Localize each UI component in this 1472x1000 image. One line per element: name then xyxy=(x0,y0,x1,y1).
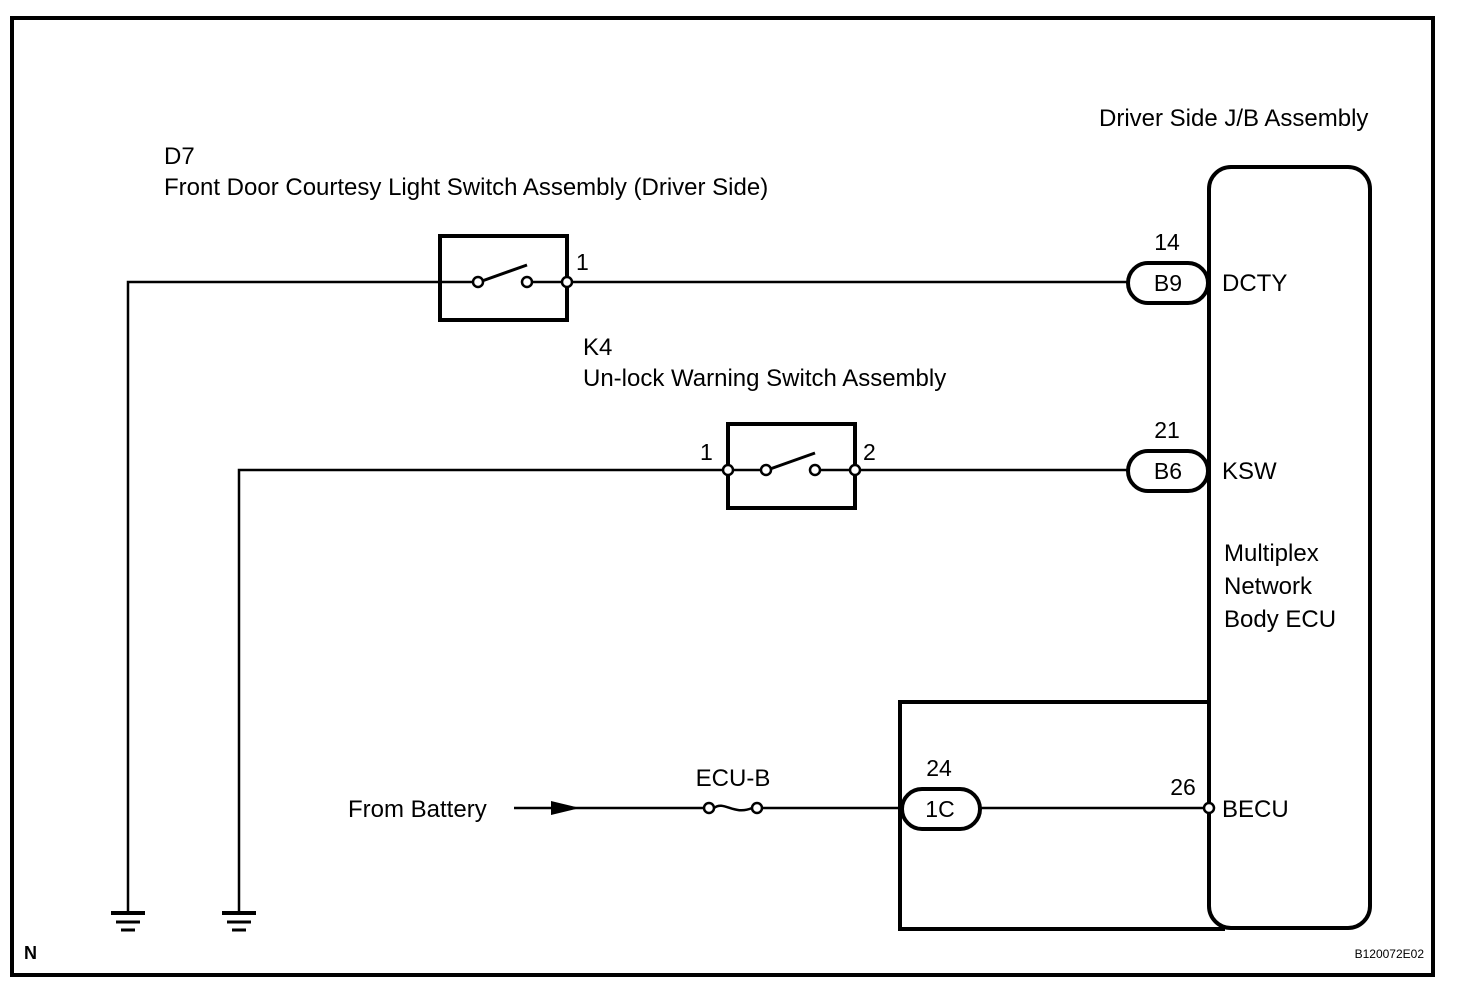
k4-name: Un-lock Warning Switch Assembly xyxy=(583,365,946,392)
k4-ground-wire xyxy=(237,468,723,912)
d7-circuit: 1 B9 14 DCTY xyxy=(111,229,1287,932)
ground-icon xyxy=(222,911,256,932)
k4-pin-1: 1 xyxy=(700,439,713,465)
figure-id: B120072E02 xyxy=(1355,947,1425,961)
fuse-label: ECU-B xyxy=(696,765,771,792)
d7-pin-1-node xyxy=(560,275,574,289)
switch-open-icon xyxy=(733,451,850,477)
k4-pin-2: 2 xyxy=(863,439,876,465)
connector-b6 xyxy=(1126,449,1210,493)
d7-pin-1: 1 xyxy=(576,249,589,275)
fuse-icon xyxy=(702,801,764,815)
signal-ksw: KSW xyxy=(1222,458,1277,485)
arrow-icon xyxy=(551,801,580,815)
ecu-name-line-3: Body ECU xyxy=(1224,606,1336,633)
diagram-frame xyxy=(10,16,1435,977)
signal-dcty: DCTY xyxy=(1222,270,1287,297)
pin-14: 14 xyxy=(1154,229,1180,255)
ground-icon xyxy=(111,911,145,932)
connector-b6-label: B6 xyxy=(1154,458,1182,484)
k4-switch-box xyxy=(726,422,857,510)
ecu-name-line-2: Network xyxy=(1224,573,1313,600)
ecu-name-line-1: Multiplex xyxy=(1224,540,1319,567)
d7-ground-wire xyxy=(126,280,440,912)
ecu-box xyxy=(1207,165,1372,930)
signal-becu: BECU xyxy=(1222,796,1289,823)
d7-switch-box xyxy=(438,234,569,322)
becu-node xyxy=(1202,801,1216,815)
pin-21: 21 xyxy=(1154,417,1180,443)
corner-label: N xyxy=(24,943,37,963)
k4-code: K4 xyxy=(583,334,612,361)
k4-pin-1-node xyxy=(721,463,735,477)
source-label: From Battery xyxy=(348,796,487,823)
connector-1c-label: 1C xyxy=(925,796,954,822)
pin-24: 24 xyxy=(926,755,952,781)
switch-open-icon xyxy=(440,263,562,289)
d7-name: Front Door Courtesy Light Switch Assembl… xyxy=(164,174,768,201)
pin-26: 26 xyxy=(1170,774,1196,800)
jb-title: Driver Side J/B Assembly xyxy=(1099,105,1368,132)
connector-b9 xyxy=(1126,261,1210,305)
d7-code: D7 xyxy=(164,143,195,170)
battery-circuit: From Battery ECU-B 1C 24 26 BECU xyxy=(348,755,1289,831)
jb-box xyxy=(898,700,1225,931)
k4-pin-2-node xyxy=(848,463,862,477)
connector-b9-label: B9 xyxy=(1154,270,1182,296)
k4-circuit: 1 2 B6 21 KSW xyxy=(222,417,1277,932)
